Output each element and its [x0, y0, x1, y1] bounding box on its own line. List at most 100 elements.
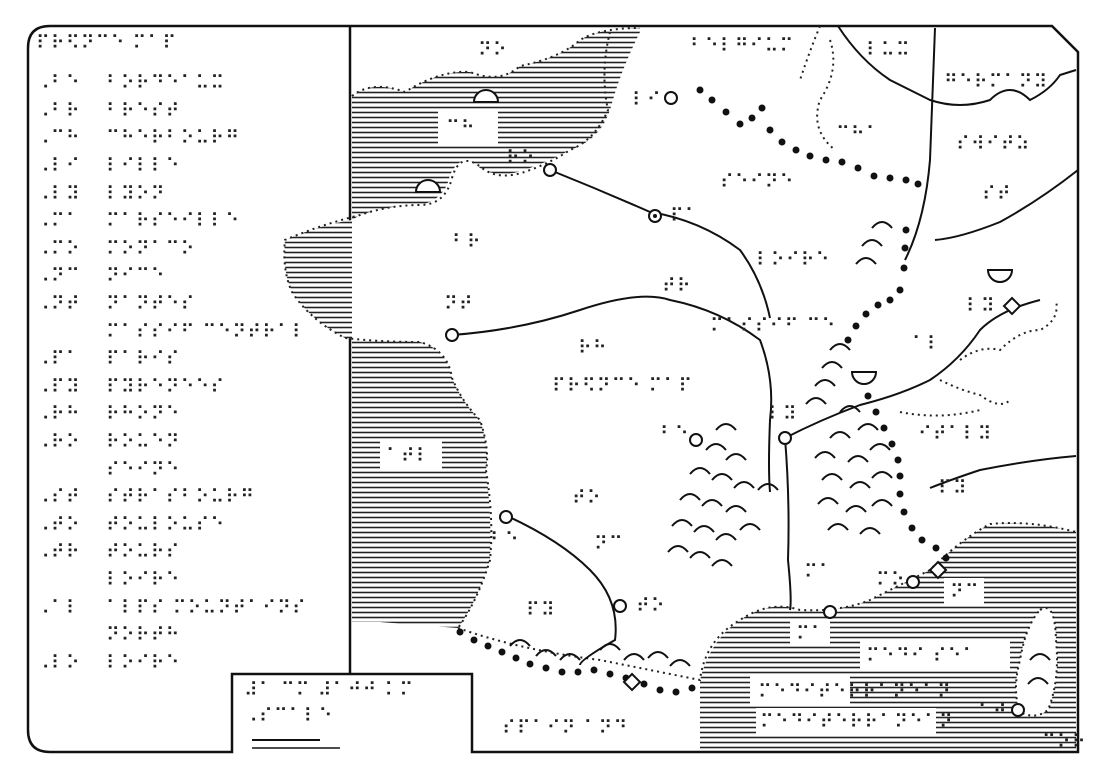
legend-abbr: ⠠⠝⠞: [36, 293, 81, 316]
legend-item: ⠠⠃⠑ ⠃⠕⠗⠙⠑⠁⠥⠭: [36, 70, 346, 98]
river-south: [929, 455, 1077, 489]
legend-item: ⠠⠃⠗⠃⠗⠑⠎⠞: [36, 98, 346, 126]
legend-item: ⠍⠁⠎⠎⠊⠋ ⠉⠑⠝⠞⠗⠁⠇: [36, 318, 346, 346]
river-seine: [549, 169, 771, 319]
legend-abbr: ⠠⠞⠗: [36, 541, 81, 564]
map-frame: [26, 24, 1080, 754]
legend-list: ⠠⠃⠑⠃⠕⠗⠙⠑⠁⠥⠭⠠⠃⠗⠃⠗⠑⠎⠞⠠⠉⠓⠉⠓⠑⠗⠃⠕⠥⠗⠛⠠⠇⠊⠇⠊⠇⠇⠑⠠…: [36, 70, 346, 677]
label-bordeaux-city: ⠃⠑: [490, 529, 520, 551]
border-belgium: [696, 86, 922, 188]
legend-name: ⠇⠽⠕⠝: [106, 182, 166, 205]
legend-abbr: ⠠⠇⠊: [36, 155, 81, 178]
city-marker-tours: [689, 433, 703, 447]
corsica-island: [1015, 607, 1058, 717]
legend-abbr: ⠠⠍⠕: [36, 237, 81, 260]
border-germany-east: [799, 25, 1058, 417]
legend-abbr: ⠠⠏⠽: [36, 375, 81, 398]
river-north: [837, 25, 1077, 106]
label-spain-region: ⠏⠽: [526, 599, 556, 621]
label-alps: ⠁⠇: [912, 333, 942, 355]
mountains-corsica: [1027, 653, 1051, 685]
label-marseille-region: ⠍⠁: [804, 561, 834, 583]
label-italy: ⠊⠞⠁⠇⠽: [918, 423, 993, 445]
label-paris: ⠏⠁: [670, 205, 700, 227]
legend-name: ⠎⠞⠗⠁⠎⠃⠕⠥⠗⠛: [106, 486, 256, 509]
legend-name: ⠉⠓⠑⠗⠃⠕⠥⠗⠛: [106, 127, 241, 150]
legend-name: ⠝⠁⠝⠞⠑⠎: [106, 293, 196, 316]
label-belgium: ⠃⠑⠇⠛⠊⠥⠍: [690, 35, 794, 57]
scale-line-2: ⠠⠎⠉⠁⠇⠑: [244, 705, 334, 727]
legend-item: ⠠⠍⠁⠍⠁⠗⠎⠑⠊⠇⠇⠑: [36, 208, 346, 236]
river-loire: [451, 295, 773, 493]
label-lyon-city: ⠇⠽: [768, 403, 798, 425]
legend-name: ⠏⠁⠗⠊⠎: [106, 348, 181, 371]
legend-name: ⠇⠕⠊⠗⠑: [106, 651, 181, 674]
legend-name: ⠝⠕⠗⠞⠓: [106, 624, 181, 647]
legend-item: ⠠⠝⠞ ⠝⠁⠝⠞⠑⠎: [36, 291, 346, 319]
label-spain: ⠎⠏⠁⠊⠝ ⠁⠝⠙: [502, 717, 628, 739]
legend-name: ⠝⠊⠉⠑: [106, 265, 166, 288]
legend-title: ⠏⠗⠫⠝⠉⠑ ⠍⠁⠏: [36, 32, 178, 54]
label-rouen: ⠗⠕: [506, 147, 536, 169]
label-monaco: ⠍⠕: [876, 569, 906, 591]
label-marseille: ⠍⠁: [796, 623, 826, 645]
legend-name: ⠗⠓⠕⠝⠑: [106, 403, 181, 426]
city-marker-ajaccio: [1011, 703, 1025, 717]
legend-name: ⠇⠊⠇⠇⠑: [106, 155, 181, 178]
legend-item: ⠠⠁⠇⠁⠇⠏⠎ ⠍⠕⠥⠝⠞⠁⠊⠝⠎: [36, 594, 346, 622]
label-brest: ⠃⠗: [452, 231, 482, 253]
legend-item: ⠠⠍⠕⠍⠕⠝⠁⠉⠕: [36, 236, 346, 264]
legend-name: ⠍⠁⠗⠎⠑⠊⠇⠇⠑: [106, 210, 241, 233]
label-lyon: ⠇⠽: [966, 295, 996, 317]
city-marker-lyon: [778, 431, 792, 445]
legend-item: ⠠⠞⠗⠞⠕⠥⠗⠎: [36, 539, 346, 567]
city-marker-toulouse: [613, 599, 627, 613]
label-toulouse-city: ⠞⠕: [636, 595, 666, 617]
port-markers: [414, 89, 1014, 385]
label-lille: ⠇⠊: [632, 89, 662, 111]
city-markers: [445, 91, 1025, 717]
legend-item: ⠠⠞⠕ ⠞⠕⠥⠇⠕⠥⠎⠑: [36, 512, 346, 540]
label-box-marseille: [790, 620, 830, 646]
label-box-atlantic: [380, 440, 442, 470]
legend-item: ⠠⠎⠞ ⠎⠞⠗⠁⠎⠃⠕⠥⠗⠛: [36, 484, 346, 512]
legend-abbr: ⠠⠃⠑: [36, 72, 81, 95]
legend-abbr: ⠠⠎⠞: [36, 486, 81, 509]
label-lux: ⠇⠥⠭: [866, 39, 911, 61]
label-cherbourg: ⠉⠓: [446, 117, 476, 139]
legend-item: ⠠⠝⠉⠝⠊⠉⠑: [36, 263, 346, 291]
legend-abbr: ⠠⠞⠕: [36, 513, 81, 536]
legend-item: ⠎⠑⠊⠝⠑: [36, 456, 346, 484]
legend-abbr: ⠠⠃⠗: [36, 99, 81, 122]
city-marker-nantes: [445, 328, 459, 342]
label-seine: ⠎⠑⠊⠝⠑: [720, 171, 795, 193]
legend-name: ⠍⠁⠎⠎⠊⠋ ⠉⠑⠝⠞⠗⠁⠇: [106, 320, 307, 343]
legend-abbr: ⠠⠇⠕: [36, 651, 81, 674]
legend-abbr: ⠠⠁⠇: [36, 596, 81, 619]
city-marker-nice: [906, 575, 920, 589]
legend-item: ⠠⠉⠓⠉⠓⠑⠗⠃⠕⠥⠗⠛: [36, 125, 346, 153]
label-massif: ⠍⠁⠎⠎⠊⠋ ⠉⠑: [710, 315, 836, 337]
label-map-title: ⠏⠗⠫⠝⠉⠑ ⠍⠁⠏: [552, 375, 693, 397]
city-marker-bordeaux: [499, 510, 513, 524]
legend-item: ⠠⠇⠽⠇⠽⠕⠝: [36, 180, 346, 208]
label-mediterranean: ⠍⠑⠙⠊⠞⠑⠗⠗⠁⠝⠑⠁⠝: [760, 711, 954, 733]
label-tours: ⠞⠗: [662, 275, 692, 297]
label-toulouse: ⠞⠕: [572, 487, 602, 509]
label-med-a: ⠍⠑⠙⠊⠞⠑⠗⠗⠁⠝⠑⠁⠝: [758, 681, 952, 703]
legend-name: ⠗⠕⠥⠑⠝: [106, 431, 181, 454]
label-box-med3: [756, 708, 936, 736]
legend-name: ⠞⠕⠥⠇⠕⠥⠎⠑: [106, 513, 226, 536]
label-box-nice: [944, 578, 984, 604]
legend-item: ⠠⠗⠕⠗⠕⠥⠑⠝: [36, 429, 346, 457]
city-marker-marseille: [823, 605, 837, 619]
border-switzerland: [844, 226, 910, 344]
label-pyrenees: ⠏⠽: [938, 477, 968, 499]
label-north-sea: ⠝⠕: [478, 39, 508, 61]
label-germany: ⠛⠑⠗⠍⠁⠝⠽: [944, 71, 1048, 93]
legend-item: ⠠⠏⠽⠏⠽⠗⠑⠝⠑⠑⠎: [36, 374, 346, 402]
diamond-markers: [622, 296, 1022, 692]
legend-name: ⠃⠕⠗⠙⠑⠁⠥⠭: [106, 72, 226, 95]
scale-line-1: ⠼⠁ ⠉⠍ ⠼⠁⠚⠚ ⠅⠍: [244, 679, 414, 701]
